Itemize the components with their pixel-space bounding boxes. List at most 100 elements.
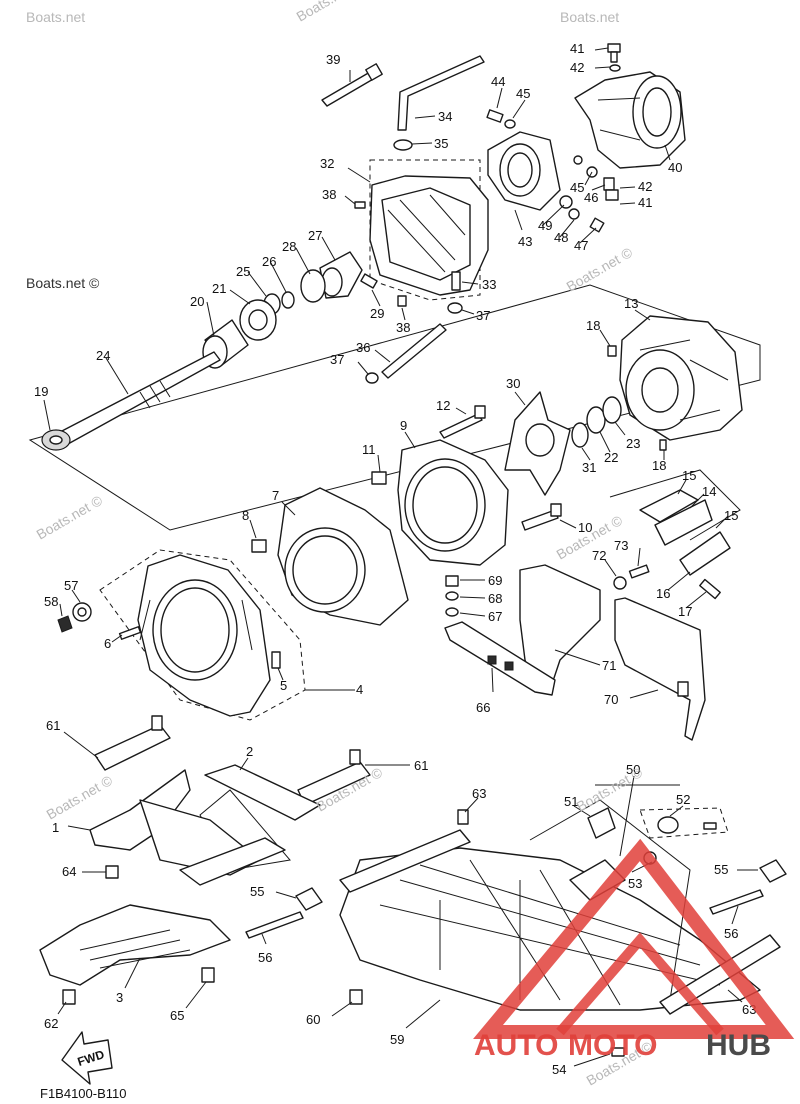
callout-8: 8 [242, 508, 249, 523]
callout-69: 69 [488, 573, 502, 588]
callout-24: 24 [96, 348, 110, 363]
callout-70: 70 [604, 692, 618, 707]
impeller-housing-group [251, 315, 743, 626]
callout-50: 50 [626, 762, 640, 777]
callout-26: 26 [262, 254, 276, 269]
callout-13: 13 [624, 296, 638, 311]
lower-group [39, 715, 787, 1057]
callout-53: 53 [628, 876, 642, 891]
callout-1: 1 [52, 820, 59, 835]
bracket-group [444, 564, 706, 741]
callout-9: 9 [400, 418, 407, 433]
callout-21: 21 [212, 281, 226, 296]
callout-61b: 61 [414, 758, 428, 773]
callout-38: 38 [322, 187, 336, 202]
watermark-text: Boats.net © [44, 772, 116, 823]
callout-61: 61 [46, 718, 60, 733]
callout-19: 19 [34, 384, 48, 399]
automotohub-logo: AUTO MOTO HUB [473, 838, 795, 1062]
callout-37: 37 [476, 308, 490, 323]
callout-23: 23 [626, 436, 640, 451]
watermark-text: Boats.net © [26, 275, 100, 291]
callout-55b: 55 [250, 884, 264, 899]
diagram-code: F1B4100-B110 [40, 1086, 127, 1101]
callout-39: 39 [326, 52, 340, 67]
callout-10: 10 [578, 520, 592, 535]
watermark-text: Boats.net © [34, 492, 106, 543]
callout-51: 51 [564, 794, 578, 809]
callout-65: 65 [170, 1008, 184, 1023]
callout-44: 44 [491, 74, 505, 89]
callout-49: 49 [538, 218, 552, 233]
callout-45: 45 [516, 86, 530, 101]
callout-73: 73 [614, 538, 628, 553]
callout-35: 35 [434, 136, 448, 151]
callout-57: 57 [64, 578, 78, 593]
callout-46: 46 [584, 190, 598, 205]
callout-30: 30 [506, 376, 520, 391]
callout-43: 43 [518, 234, 532, 249]
callout-56: 56 [724, 926, 738, 941]
callout-29: 29 [370, 306, 384, 321]
logo-text-moto: MOTO [568, 1029, 657, 1062]
callout-37b: 37 [330, 352, 344, 367]
callout-20: 20 [190, 294, 204, 309]
callout-7: 7 [272, 488, 279, 503]
callout-34: 34 [438, 109, 452, 124]
callout-33: 33 [482, 277, 496, 292]
watermark-text: Boats.net [26, 9, 85, 25]
callout-47: 47 [574, 238, 588, 253]
drive-shaft-group [41, 351, 221, 451]
callout-28: 28 [282, 239, 296, 254]
callout-12: 12 [436, 398, 450, 413]
callout-48: 48 [554, 230, 568, 245]
callout-40: 40 [668, 160, 682, 175]
callout-27: 27 [308, 228, 322, 243]
callout-42: 42 [570, 60, 584, 75]
callout-64: 64 [62, 864, 76, 879]
callout-38b: 38 [396, 320, 410, 335]
callout-71: 71 [602, 658, 616, 673]
fwd-arrow: FWD [61, 1031, 113, 1085]
callout-5: 5 [280, 678, 287, 693]
callout-41b: 41 [638, 195, 652, 210]
callout-45b: 45 [570, 180, 584, 195]
callout-14: 14 [702, 484, 716, 499]
callout-63: 63 [472, 786, 486, 801]
callout-66: 66 [476, 700, 490, 715]
callout-6: 6 [104, 636, 111, 651]
logo-text-hub: HUB [706, 1029, 771, 1062]
callout-67: 67 [488, 609, 502, 624]
callout-18b: 18 [652, 458, 666, 473]
callout-52: 52 [676, 792, 690, 807]
callout-15b: 15 [724, 508, 738, 523]
callout-22: 22 [604, 450, 618, 465]
logo-text-auto: AUTO [474, 1029, 558, 1062]
callout-60: 60 [306, 1012, 320, 1027]
callout-72: 72 [592, 548, 606, 563]
callout-2: 2 [246, 744, 253, 759]
callout-17: 17 [678, 604, 692, 619]
callout-68: 68 [488, 591, 502, 606]
callout-16: 16 [656, 586, 670, 601]
nozzle-group [202, 43, 686, 384]
callout-54: 54 [552, 1062, 566, 1077]
callout-18: 18 [586, 318, 600, 333]
callout-42b: 42 [638, 179, 652, 194]
watermark-text: Boats.net © [294, 0, 366, 25]
group-frames [28, 159, 761, 871]
callout-15: 15 [682, 468, 696, 483]
watermark-text: Boats.net [560, 9, 619, 25]
callout-62: 62 [44, 1016, 58, 1031]
callout-31: 31 [582, 460, 596, 475]
callout-59: 59 [390, 1032, 404, 1047]
intake-duct-group [57, 554, 281, 717]
callout-36: 36 [356, 340, 370, 355]
callout-3: 3 [116, 990, 123, 1005]
callout-56b: 56 [258, 950, 272, 965]
part-number-callouts: 39 34 35 44 45 41 42 40 3 2 38 45 46 42 4… [34, 41, 756, 1077]
callout-25: 25 [236, 264, 250, 279]
callout-55: 55 [714, 862, 728, 877]
callout-41: 41 [570, 41, 584, 56]
